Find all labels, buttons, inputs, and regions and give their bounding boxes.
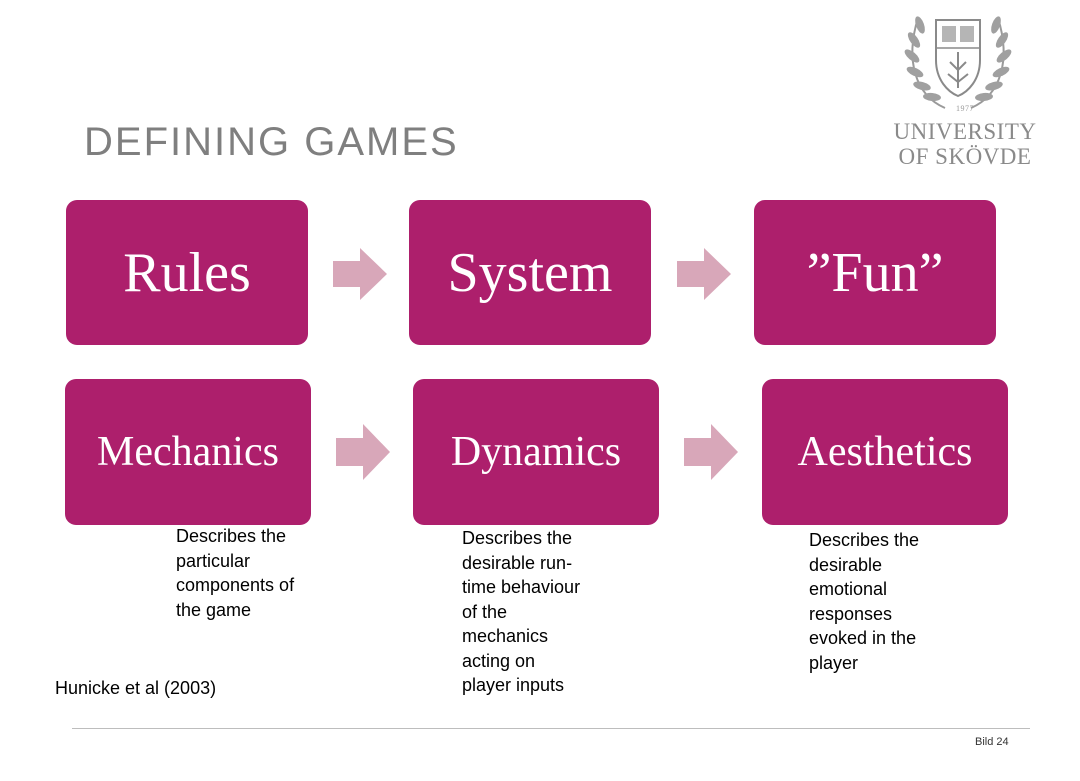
description-line: evoked in the (809, 628, 917, 648)
logo-line-university: UNIVERSITY (893, 119, 1037, 144)
description-mechanics: Describes the particular components of t… (176, 524, 294, 622)
slide-title: DEFINING GAMES (84, 120, 459, 164)
box-rules: Rules (66, 200, 308, 345)
box-dynamics: Dynamics (413, 379, 659, 525)
box-label: Dynamics (450, 429, 622, 475)
box-label: Aesthetics (797, 429, 973, 475)
box-system: System (409, 200, 651, 345)
right-arrow-icon (333, 248, 387, 300)
description-line: desirable (809, 554, 883, 575)
box-label: Mechanics (97, 429, 279, 475)
description-line: player (809, 652, 859, 673)
laurel-wreath-crest-icon (904, 16, 1012, 109)
description-line: responses (809, 603, 893, 624)
description-line: acting on (462, 650, 536, 671)
description-line: emotional (809, 579, 888, 599)
description-line: Describes the (462, 528, 573, 548)
right-arrow-icon (684, 424, 738, 480)
box-fun: ”Fun” (754, 200, 996, 345)
footer-divider (72, 728, 1030, 729)
description-line: desirable run- (462, 552, 573, 573)
description-dynamics: Describes the desirable run- time behavi… (462, 526, 580, 698)
box-aesthetics: Aesthetics (762, 379, 1008, 525)
description-line: player inputs (462, 675, 565, 695)
description-line: of the (462, 601, 508, 622)
box-label: System (447, 241, 613, 304)
description-line: components of (176, 575, 295, 595)
box-label: ”Fun” (806, 241, 944, 304)
box-mechanics: Mechanics (65, 379, 311, 525)
description-line: mechanics (462, 626, 549, 646)
description-aesthetics: Describes the desirable emotional respon… (809, 528, 919, 675)
right-arrow-icon (677, 248, 731, 300)
description-line: particular (176, 550, 251, 571)
right-arrow-icon (336, 424, 390, 480)
logo-line-skovde: OF SKÖVDE (898, 144, 1032, 169)
description-line: the game (176, 599, 252, 620)
citation: Hunicke et al (2003) (55, 678, 217, 698)
description-line: Describes the (809, 530, 920, 550)
page-number: Bild 24 (975, 736, 1009, 748)
university-logo: 1977 UNIVERSITY OF SKÖVDE (870, 0, 1060, 175)
description-line: Describes the (176, 526, 287, 546)
description-line: time behaviour (462, 577, 581, 597)
box-label: Rules (123, 241, 251, 304)
logo-year: 1977 (956, 104, 974, 113)
